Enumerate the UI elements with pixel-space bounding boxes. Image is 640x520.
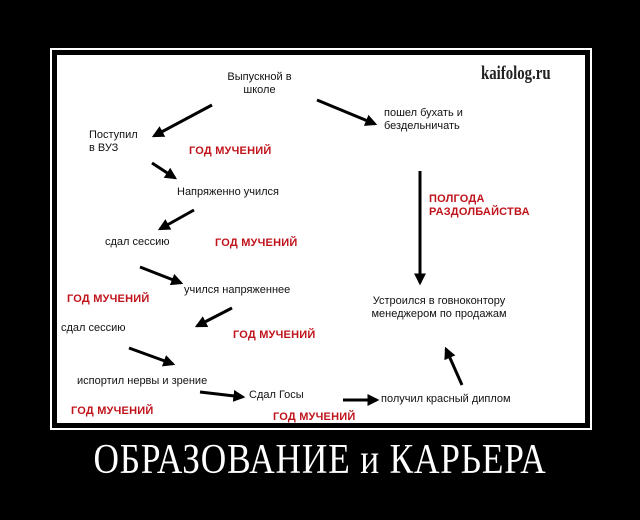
arrow-studied-to-session1	[157, 208, 195, 231]
node-state-exams: Сдал Госы	[249, 389, 304, 401]
arrow-nerves-to-exams	[199, 389, 246, 402]
arrow-session1-to-harder	[139, 265, 184, 286]
arrow-uni-to-studied	[151, 161, 178, 180]
demotivator-caption: ОБРАЗОВАНИЕ и КАРЬЕРА	[93, 437, 547, 483]
label-year-3: ГОД МУЧЕНИЙ	[67, 293, 150, 305]
node-studied-harder: учился напряженнее	[184, 284, 291, 296]
label-year-5: ГОД МУЧЕНИЙ	[71, 405, 154, 417]
arrow-session2-to-nerves	[128, 346, 176, 367]
node-nerves: испортил нервы и зрение	[77, 375, 208, 387]
brand-watermark: kaifolog.ru	[481, 63, 551, 84]
arrows-layer	[128, 98, 464, 406]
label-half-year: ПОЛГОДА РАЗДОЛБАЙСТВА	[429, 193, 530, 218]
node-passed-session-2: сдал сессию	[61, 322, 126, 334]
label-year-2: ГОД МУЧЕНИЙ	[215, 237, 298, 249]
node-graduation: Выпускной в школе	[227, 71, 292, 96]
label-year-6: ГОД МУЧЕНИЙ	[273, 411, 356, 423]
arrow-graduation-to-drinking	[316, 98, 378, 126]
arrow-harder-to-session2	[194, 306, 233, 328]
arrow-diploma-to-office	[444, 346, 464, 386]
arrow-graduation-to-uni	[151, 103, 213, 138]
label-year-1: ГОД МУЧЕНИЙ	[189, 145, 272, 157]
node-drinking: пошел бухать и бездельничать	[384, 107, 463, 132]
node-entered-uni: Поступил в ВУЗ	[89, 129, 138, 154]
label-year-4: ГОД МУЧЕНИЙ	[233, 329, 316, 341]
diagram-panel: kaifolog.ru Выпускной в школе Поступил в…	[57, 55, 585, 423]
demotivator-frame	[50, 48, 592, 430]
node-passed-session-1: сдал сессию	[105, 236, 170, 248]
node-red-diploma: получил красный диплом	[381, 393, 511, 405]
node-studied-hard: Напряженно учился	[177, 186, 280, 198]
node-office-job: Устроился в говноконтору менеджером по п…	[371, 295, 507, 320]
